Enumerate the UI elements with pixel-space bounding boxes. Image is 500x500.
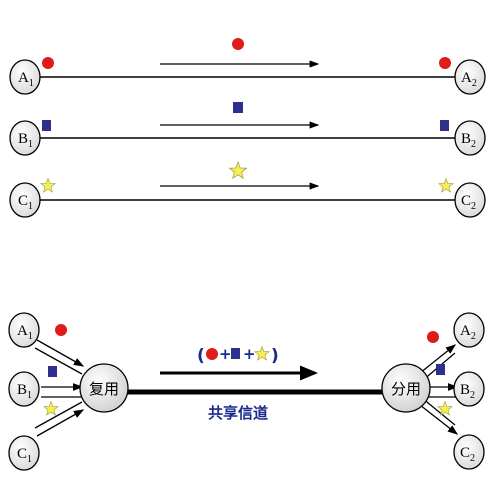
svg-text:A1: A1 — [17, 323, 33, 342]
output-arrow-a — [419, 344, 457, 374]
svg-text:B2: B2 — [460, 382, 475, 401]
node-c1: C1 — [8, 435, 40, 471]
red-dot-icon — [55, 324, 67, 336]
blue-square-icon — [48, 366, 57, 377]
bottom-shared-channel: ( + + ) 共享信道 复用 — [8, 312, 485, 471]
yellow-star-icon — [40, 177, 56, 193]
svg-text:C2: C2 — [461, 193, 476, 212]
node-b2: B2 — [454, 120, 486, 156]
input-line-c — [34, 401, 83, 429]
svg-text:C1: C1 — [17, 446, 32, 465]
node-a2: A2 — [453, 312, 485, 348]
blue-square-icon — [436, 364, 445, 375]
svg-text:A2: A2 — [461, 70, 477, 89]
svg-text:C2: C2 — [460, 445, 475, 464]
svg-text:C1: C1 — [18, 193, 33, 212]
yellow-star-icon — [254, 345, 270, 361]
demultiplexer-label: 分用 — [391, 380, 421, 398]
node-a2: A2 — [454, 59, 486, 95]
input-arrow-a — [36, 339, 85, 367]
multiplexer-label: 复用 — [89, 380, 119, 398]
red-dot-icon — [206, 348, 218, 360]
close-paren: ) — [271, 346, 279, 366]
input-line-a — [34, 347, 83, 375]
svg-text:B1: B1 — [17, 382, 32, 401]
blue-square-icon — [231, 348, 240, 359]
plus-sign: + — [243, 345, 256, 363]
red-dot-icon — [42, 57, 54, 69]
red-dot-icon — [232, 38, 244, 50]
top-dedicated-channels: A1 B1 C1 A2 B2 C2 — [9, 38, 486, 218]
multiplexer-node: 复用 — [79, 363, 129, 413]
node-c1: C1 — [9, 182, 41, 218]
blue-square-icon — [440, 120, 449, 131]
svg-text:A1: A1 — [18, 70, 34, 89]
input-arrow-c — [36, 409, 85, 437]
node-b1: B1 — [9, 120, 41, 156]
demultiplexer-node: 分用 — [381, 363, 431, 413]
node-c2: C2 — [453, 434, 485, 470]
node-a1: A1 — [9, 59, 41, 95]
red-dot-icon — [427, 331, 439, 343]
open-paren: ( — [197, 346, 205, 366]
yellow-star-icon — [437, 400, 453, 416]
blue-square-icon — [42, 120, 51, 131]
yellow-star-icon — [43, 400, 59, 416]
yellow-star-icon — [228, 160, 248, 180]
yellow-star-icon — [438, 177, 454, 193]
node-b1: B1 — [8, 371, 40, 407]
blue-square-icon — [233, 102, 243, 113]
plus-sign: + — [219, 345, 232, 363]
output-arrow-c — [419, 404, 459, 435]
svg-text:B1: B1 — [18, 131, 33, 150]
output-line-c — [421, 397, 456, 426]
svg-text:A2: A2 — [460, 323, 476, 342]
node-a1: A1 — [8, 312, 40, 348]
node-c2: C2 — [454, 182, 486, 218]
node-b2: B2 — [453, 371, 485, 407]
svg-text:B2: B2 — [461, 131, 476, 150]
red-dot-icon — [439, 57, 451, 69]
shared-channel-label: 共享信道 — [208, 404, 268, 422]
